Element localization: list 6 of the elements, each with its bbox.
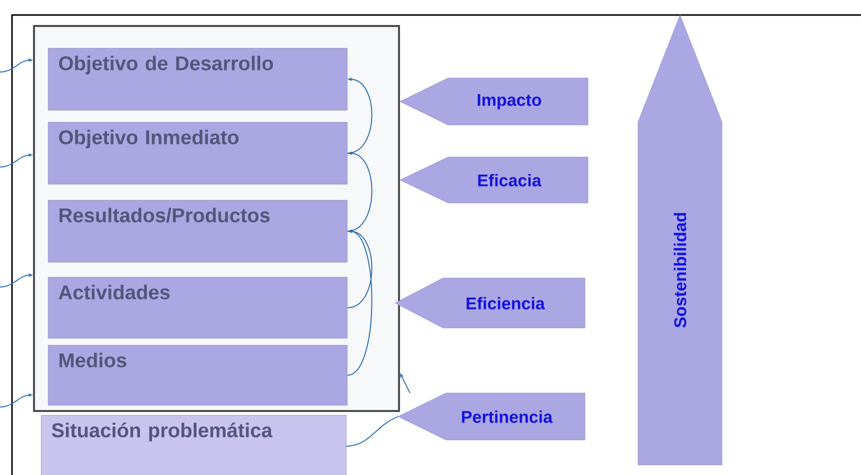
level-box: Actividades	[48, 277, 348, 338]
level-box: Objetivo Inmediato	[48, 122, 348, 184]
level-box: Objetivo de Desarrollo	[48, 48, 348, 110]
label-box: Situación problemática	[41, 415, 346, 475]
level-box: Resultados/Productos	[48, 200, 348, 262]
level-box: Medios	[48, 345, 348, 406]
